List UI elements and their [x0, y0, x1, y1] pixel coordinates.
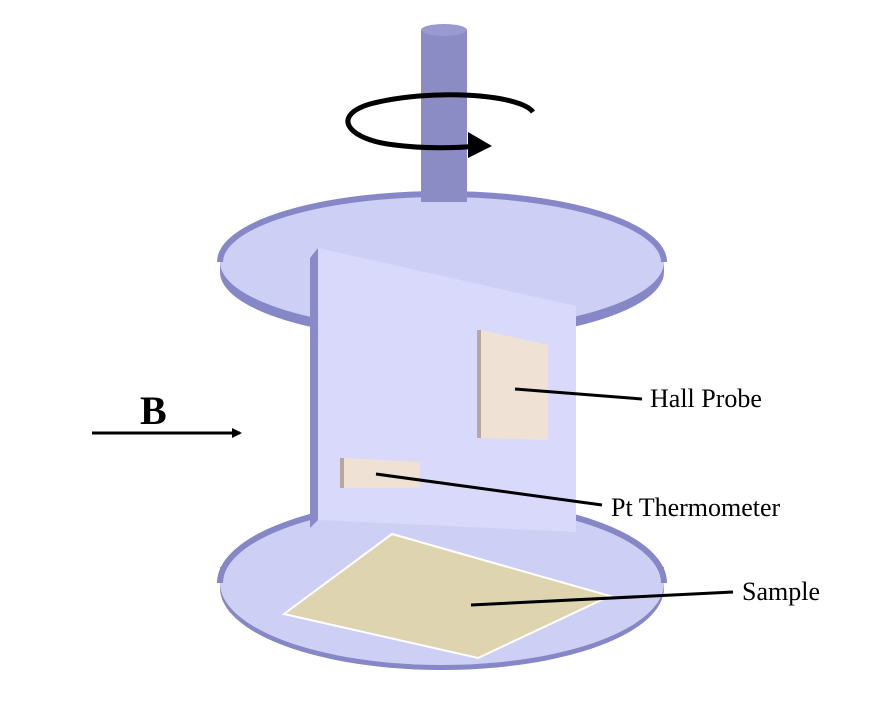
sample-label: Sample [742, 577, 820, 606]
pt-thermometer [340, 458, 420, 488]
rotation-rod [421, 24, 467, 202]
rotation-arrow-icon [345, 92, 536, 158]
sample [281, 532, 613, 660]
sample-leader [470, 590, 734, 607]
hall-probe-leader [514, 387, 643, 401]
hall-probe-label: Hall Probe [650, 384, 762, 413]
thermometer-label: Pt Thermometer [611, 493, 781, 522]
hall-probe [477, 330, 548, 440]
field-label: B [140, 388, 167, 433]
thermometer-leader [375, 472, 603, 507]
